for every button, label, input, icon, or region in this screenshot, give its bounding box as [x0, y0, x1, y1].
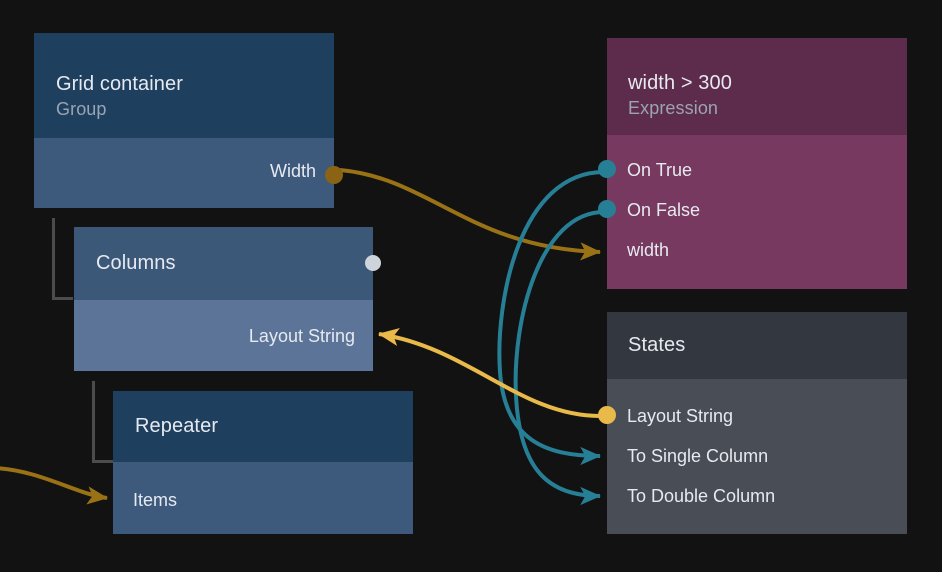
- port-row-expression-width[interactable]: width: [627, 241, 669, 259]
- node-grid-container-subtitle: Group: [56, 98, 107, 119]
- port-row-to-single-column[interactable]: To Single Column: [627, 447, 768, 465]
- port-label-to-double-column: To Double Column: [627, 486, 776, 506]
- node-states-header[interactable]: States: [607, 312, 907, 379]
- bracket-horizontal: [52, 297, 73, 300]
- node-grid-container-header[interactable]: Grid container Group: [34, 33, 334, 138]
- port-label-width: Width: [269, 161, 316, 181]
- wire-on-true-to-single-column: [497, 170, 605, 466]
- node-expression-subtitle: Expression: [628, 97, 719, 118]
- port-row-on-true[interactable]: On True: [627, 161, 692, 179]
- node-repeater[interactable]: Repeater Items: [113, 391, 413, 534]
- node-states-title: States: [628, 333, 686, 356]
- port-row-items[interactable]: Items: [133, 491, 177, 509]
- node-grid-container[interactable]: Grid container Group Width: [34, 33, 343, 208]
- port-dot-on-true[interactable]: [598, 160, 616, 178]
- port-dot-width[interactable]: [325, 166, 343, 184]
- port-row-layout-string[interactable]: Layout String: [249, 327, 355, 345]
- wire-offscreen-to-repeater-items: [0, 466, 109, 505]
- port-label-layout-string: Layout String: [248, 326, 355, 346]
- port-label-to-single-column: To Single Column: [627, 446, 769, 466]
- node-grid-container-title: Grid container: [56, 73, 184, 96]
- node-columns-header[interactable]: Columns: [74, 227, 381, 300]
- port-row-to-double-column[interactable]: To Double Column: [627, 487, 775, 505]
- port-dot-states-layout-string[interactable]: [598, 406, 616, 424]
- node-expression-title: width > 300: [628, 72, 732, 95]
- node-columns[interactable]: Columns Layout String: [74, 227, 381, 371]
- bracket-vertical: [92, 381, 95, 463]
- node-expression-body: On True On False width: [598, 135, 907, 289]
- port-label-on-true: On True: [627, 160, 693, 180]
- node-states[interactable]: States Layout String To Single Column To…: [598, 312, 907, 534]
- node-grid-container-body: Width: [34, 138, 343, 208]
- bracket-horizontal: [92, 460, 113, 463]
- node-repeater-title: Repeater: [135, 414, 219, 437]
- node-expression[interactable]: width > 300 Expression On True On False …: [598, 38, 907, 289]
- bracket-grid-to-columns: [52, 218, 73, 300]
- node-columns-title: Columns: [96, 251, 176, 274]
- bracket-vertical: [52, 218, 55, 300]
- port-dot-on-false[interactable]: [598, 200, 616, 218]
- port-row-width[interactable]: Width: [270, 162, 316, 180]
- node-repeater-body: Items: [113, 462, 413, 534]
- node-states-body: Layout String To Single Column To Double…: [598, 379, 907, 534]
- port-label-on-false: On False: [627, 200, 701, 220]
- port-row-on-false[interactable]: On False: [627, 201, 700, 219]
- port-label-expression-width: width: [627, 240, 670, 260]
- port-label-items: Items: [133, 490, 178, 510]
- node-expression-header[interactable]: width > 300 Expression: [607, 38, 907, 135]
- wire-width-to-expression-width: [339, 168, 602, 261]
- node-repeater-header[interactable]: Repeater: [113, 391, 413, 462]
- bracket-columns-to-repeater: [92, 381, 113, 463]
- node-columns-body: Layout String: [74, 300, 373, 371]
- port-row-states-layout-string[interactable]: Layout String: [627, 407, 733, 425]
- wire-on-false-to-double-column: [513, 210, 605, 506]
- port-dot-columns-output[interactable]: [365, 255, 381, 271]
- port-label-states-layout-string: Layout String: [627, 406, 734, 426]
